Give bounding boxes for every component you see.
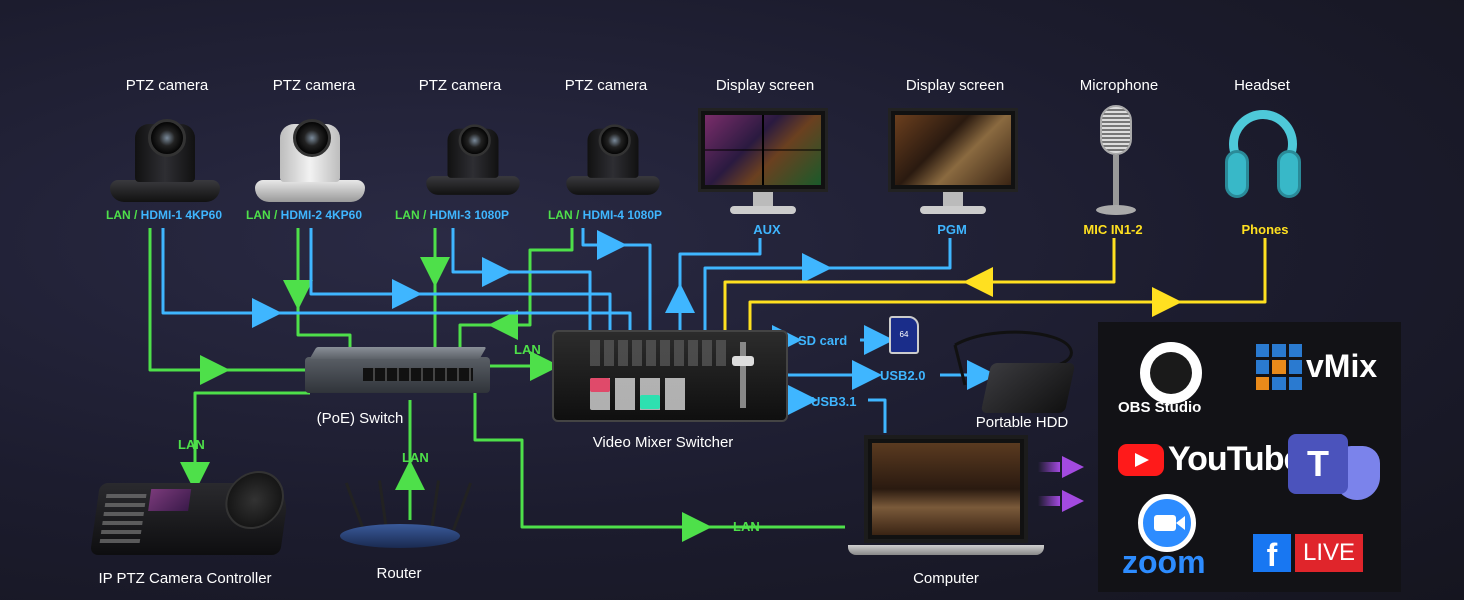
cam2-title: PTZ camera (272, 77, 356, 94)
usb20-label: USB2.0 (880, 368, 926, 383)
lan-computer-label: LAN (733, 519, 760, 534)
microphone-icon (1096, 105, 1136, 225)
cam1-title: PTZ camera (125, 77, 209, 94)
cam3-port-text: HDMI-3 1080P (429, 208, 510, 222)
teams-label: T (1288, 434, 1348, 494)
display2-title: Display screen (905, 77, 1005, 94)
monitor-icon (888, 108, 1018, 220)
usb31-label: USB3.1 (811, 394, 857, 409)
cam2-port-text: HDMI-2 4KP60 (280, 208, 363, 222)
cam4-port: LAN / HDMI-4 1080P (547, 208, 663, 222)
mixer-icon (552, 330, 788, 422)
stream-arrow (1038, 462, 1060, 472)
aux-wire (678, 238, 762, 330)
lan-controller-label: LAN (178, 437, 205, 452)
vmix-logo-icon (1256, 344, 1302, 390)
sd-card-icon: 64 (889, 316, 919, 354)
stream-arrow (1062, 456, 1084, 478)
switch-title: (PoE) Switch (316, 410, 404, 427)
lan-wire-cam1 (148, 228, 305, 372)
obs-label: OBS Studio (1118, 399, 1202, 416)
phones-wire (748, 238, 1267, 330)
cam3-title: PTZ camera (418, 77, 502, 94)
headset-icon (1225, 110, 1301, 210)
controller-icon (89, 471, 291, 555)
facebook-logo-icon: f (1253, 534, 1291, 573)
router-icon (340, 524, 460, 548)
cam3-port: LAN / HDMI-3 1080P (394, 208, 510, 222)
mic-in-label: MIC IN1-2 (1083, 222, 1143, 237)
controller-title: IP PTZ Camera Controller (98, 570, 272, 587)
facebook-live-label: LIVE (1295, 534, 1363, 572)
lan-wire-controller (180, 391, 310, 492)
zoom-logo-icon (1138, 494, 1196, 552)
lan-router-label: LAN (402, 450, 429, 465)
phones-label: Phones (1241, 222, 1289, 237)
hdmi-wire-cam1 (161, 228, 632, 330)
monitor-icon (698, 108, 828, 220)
mic-wire (723, 238, 1116, 330)
streaming-services-panel: OBS Studio vMix YouTube T zoom f LIVE (1098, 322, 1401, 592)
headset-title: Headset (1234, 77, 1290, 94)
cam1-port-text: HDMI-1 4KP60 (140, 208, 223, 222)
sd-label: SD card (798, 333, 848, 348)
switch-icon (305, 347, 490, 393)
zoom-label: zoom (1122, 544, 1206, 580)
stream-arrow (1038, 496, 1060, 506)
mixer-title: Video Mixer Switcher (592, 434, 734, 451)
laptop-icon (848, 435, 1044, 565)
lan-wire-cam4 (458, 228, 574, 357)
hdmi-wire-cam4 (581, 228, 652, 330)
ptz-camera-icon (426, 114, 520, 195)
hdmi-wire-cam2 (309, 228, 612, 330)
hdd-icon (980, 363, 1076, 413)
hdmi-wire-cam3 (451, 228, 592, 330)
stream-arrow (1062, 490, 1084, 512)
cam2-port: LAN / HDMI-2 4KP60 (245, 208, 363, 222)
youtube-label: YouTube (1168, 440, 1302, 478)
obs-logo-icon (1140, 342, 1202, 404)
pgm-label: PGM (937, 222, 967, 237)
cam4-title: PTZ camera (564, 77, 648, 94)
aux-label: AUX (753, 222, 781, 237)
microphone-title: Microphone (1079, 77, 1159, 94)
computer-title: Computer (913, 570, 979, 587)
lan-mixer-label: LAN (514, 342, 541, 357)
ptz-camera-icon (110, 107, 220, 202)
cam1-port: LAN / HDMI-1 4KP60 (105, 208, 223, 222)
lan-wire-computer (473, 393, 712, 542)
hdd-title: Portable HDD (975, 414, 1069, 431)
ptz-camera-icon (255, 107, 365, 202)
ptz-camera-icon (566, 114, 660, 195)
youtube-logo-icon (1118, 444, 1164, 476)
router-title: Router (376, 565, 422, 582)
cam4-port-text: HDMI-4 1080P (582, 208, 663, 222)
vmix-label: vMix (1306, 348, 1378, 384)
display1-title: Display screen (715, 77, 815, 94)
